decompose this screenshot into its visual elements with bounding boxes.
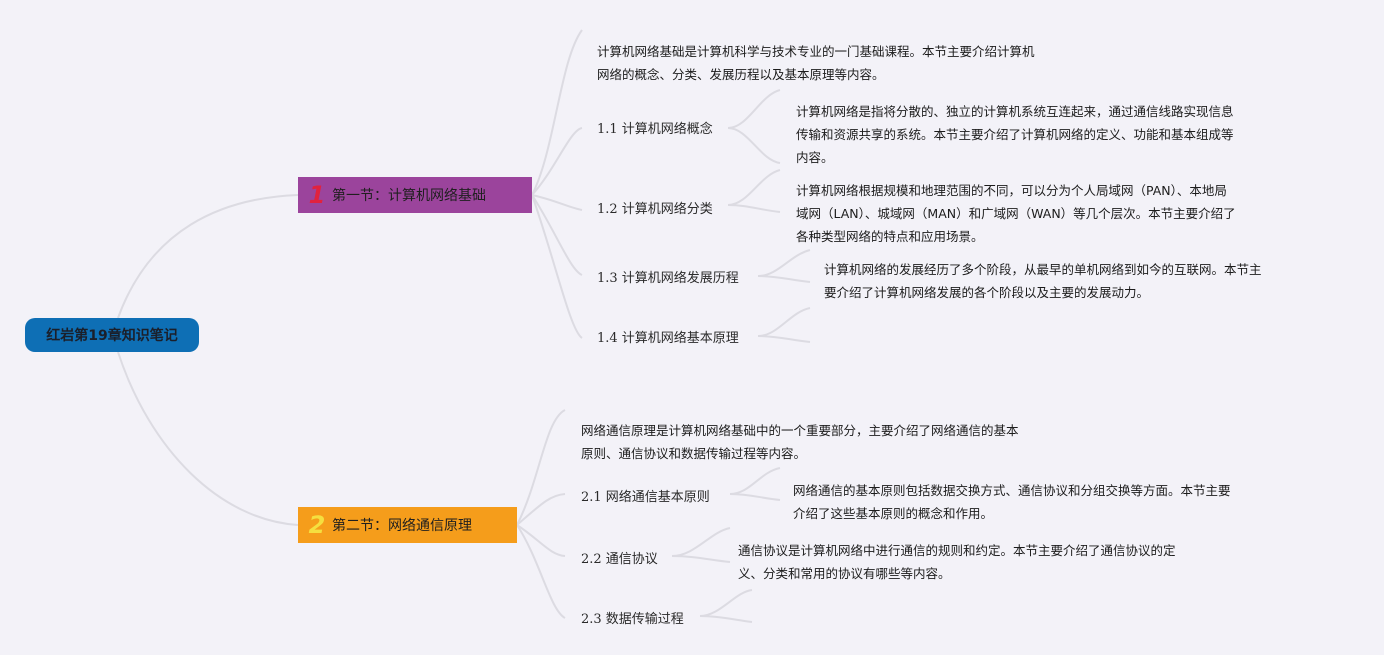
topic-1-2-label[interactable]: 1.2 计算机网络分类 (597, 202, 713, 217)
topic-1-1-label[interactable]: 1.1 计算机网络概念 (597, 122, 713, 137)
section-1-node[interactable]: 1 第一节：计算机网络基础 (298, 177, 532, 213)
topic-1-4-label[interactable]: 1.4 计算机网络基本原理 (597, 331, 739, 346)
topic-1-3-label[interactable]: 1.3 计算机网络发展历程 (597, 271, 739, 286)
section-2-intro[interactable]: 网络通信原理是计算机网络基础中的一个重要部分，主要介绍了网络通信的基本 原则、通… (581, 423, 1019, 461)
section-1-title: 第一节：计算机网络基础 (332, 188, 486, 204)
topic-1-3-desc[interactable]: 计算机网络的发展经历了多个阶段，从最早的单机网络到如今的互联网。本节主 要介绍了… (824, 262, 1262, 300)
topic-1-2-desc[interactable]: 计算机网络根据规模和地理范围的不同，可以分为个人局域网（PAN）、本地局 域网（… (796, 183, 1236, 244)
section-2-node[interactable]: 2 第二节：网络通信原理 (298, 507, 517, 543)
topic-2-2-desc[interactable]: 通信协议是计算机网络中进行通信的规则和约定。本节主要介绍了通信协议的定 义、分类… (738, 543, 1176, 581)
root-node[interactable]: 红岩第19章知识笔记 (25, 318, 199, 352)
topic-1-1-desc[interactable]: 计算机网络是指将分散的、独立的计算机系统互连起来，通过通信线路实现信息 传输和资… (796, 104, 1234, 165)
section-1-number-icon: 1 (308, 181, 326, 209)
section-2-number-icon: 2 (308, 511, 326, 539)
topic-2-1-label[interactable]: 2.1 网络通信基本原则 (581, 490, 710, 505)
topic-2-3-label[interactable]: 2.3 数据传输过程 (581, 612, 684, 627)
topic-2-1-desc[interactable]: 网络通信的基本原则包括数据交换方式、通信协议和分组交换等方面。本节主要 介绍了这… (793, 483, 1231, 521)
section-2-title: 第二节：网络通信原理 (332, 518, 472, 534)
topic-2-2-label[interactable]: 2.2 通信协议 (581, 552, 658, 567)
section-1-intro[interactable]: 计算机网络基础是计算机科学与技术专业的一门基础课程。本节主要介绍计算机 网络的概… (597, 44, 1035, 82)
root-title: 红岩第19章知识笔记 (46, 328, 178, 344)
